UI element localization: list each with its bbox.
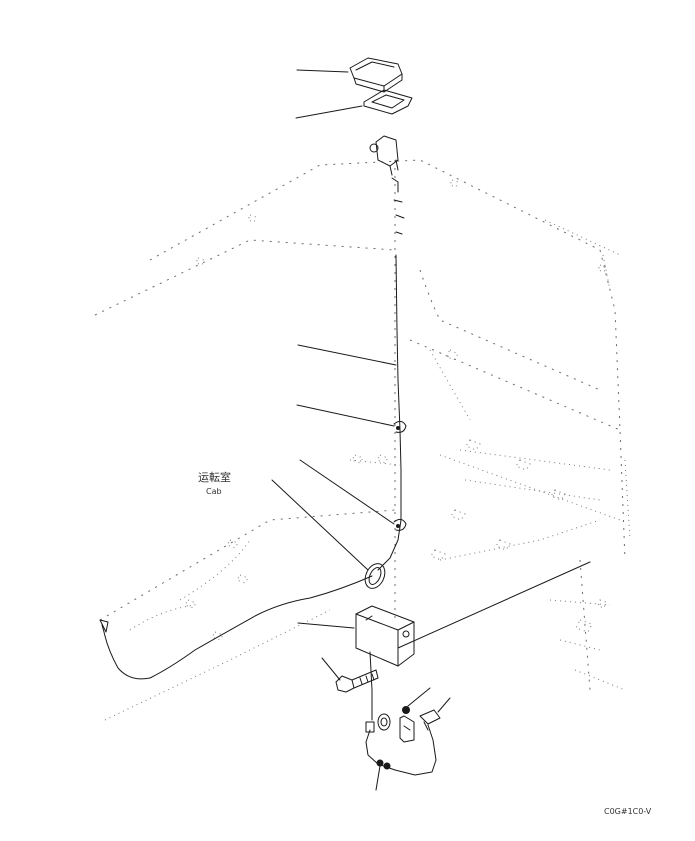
drawing-code: C0G#1C0-V — [604, 807, 652, 816]
wiring-harness — [99, 254, 402, 680]
leader-switch-cover — [296, 69, 349, 73]
harness-loop — [364, 563, 386, 589]
leader-control-box — [297, 622, 355, 629]
control-box — [355, 605, 415, 667]
bracket-rail — [397, 561, 591, 649]
nut — [377, 706, 415, 743]
harness-clip-lower — [393, 518, 407, 531]
machine-outline — [94, 159, 631, 721]
cab-label-en: Cab — [206, 487, 222, 496]
mounting-bolt — [335, 669, 379, 693]
leader-nut — [407, 687, 431, 707]
leader-wiring-harness — [297, 344, 397, 366]
leader-connector — [437, 697, 451, 713]
lower-harness — [365, 651, 437, 776]
leader-switch-gasket — [295, 105, 363, 119]
background-fasteners — [184, 179, 607, 641]
switch-cover — [349, 57, 403, 93]
connector — [376, 709, 441, 770]
leader-harness-loop — [271, 479, 369, 571]
harness-clip-upper — [393, 420, 407, 433]
leader-lower-clamp — [375, 765, 381, 791]
cab-label-jp: 运転室 — [198, 470, 231, 484]
leader-mounting-bolt — [321, 657, 341, 681]
switch-gasket — [363, 89, 413, 115]
leader-harness-clip-upper — [296, 404, 395, 427]
switch-bracket — [369, 135, 405, 235]
leader-harness-clip-lower — [299, 459, 395, 525]
